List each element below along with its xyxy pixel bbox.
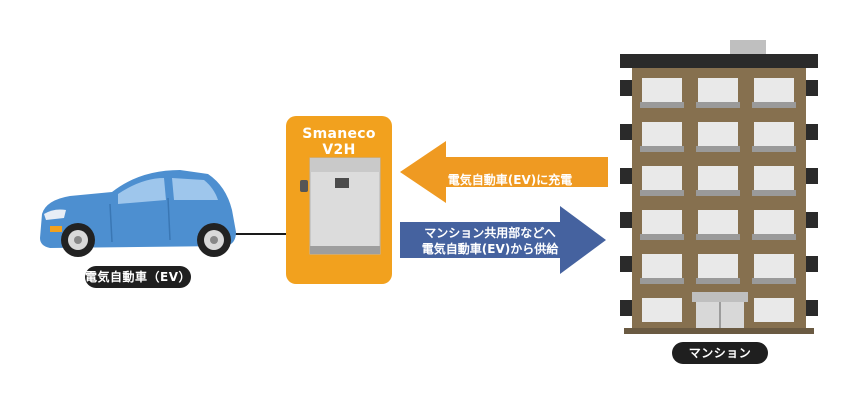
building-side-accent [620, 124, 632, 140]
supply-arrow-label: マンション共用部などへ 電気自動車(EV)から供給 [400, 225, 580, 257]
building-balcony [640, 190, 684, 196]
building-balcony [752, 190, 796, 196]
charge-arrow [400, 141, 608, 203]
building-balcony [752, 146, 796, 152]
building-balcony [696, 190, 740, 196]
building-side-accent [806, 80, 818, 96]
entrance-canopy [692, 292, 748, 302]
supply-arrow [400, 206, 606, 274]
building-balcony [640, 234, 684, 240]
building-balcony [696, 102, 740, 108]
building-window [754, 298, 794, 322]
building-balcony [752, 102, 796, 108]
building-side-accent [806, 256, 818, 272]
building-side-accent [620, 300, 632, 316]
car-label: 電気自動車（EV） [85, 266, 191, 288]
building-side-accent [806, 212, 818, 228]
v2h-unit-icon [309, 157, 381, 255]
building-balcony [640, 278, 684, 284]
v2h-title: Smaneco V2H [302, 126, 376, 158]
v2h-charger [286, 116, 392, 284]
building-window [642, 298, 682, 322]
building-side-accent [620, 212, 632, 228]
building-balcony [696, 234, 740, 240]
supply-arrow-label-line-2: 電気自動車(EV)から供給 [421, 242, 559, 256]
supply-arrow-label-line-1: マンション共用部などへ [424, 226, 556, 240]
building-label: マンション [672, 342, 768, 364]
electric-car-icon [40, 170, 236, 257]
charge-arrow-label: 電気自動車(EV)に充電 [447, 173, 573, 187]
building-side-accent [806, 300, 818, 316]
building-balcony [696, 278, 740, 284]
building-side-accent [620, 168, 632, 184]
apartment-building-icon [620, 40, 818, 334]
building-balcony [640, 102, 684, 108]
building-balcony [640, 146, 684, 152]
building-side-accent [620, 80, 632, 96]
building-side-accent [620, 256, 632, 272]
building-balcony [696, 146, 740, 152]
building-side-accent [806, 168, 818, 184]
building-side-accent [806, 124, 818, 140]
building-balcony [752, 278, 796, 284]
building-balcony [752, 234, 796, 240]
